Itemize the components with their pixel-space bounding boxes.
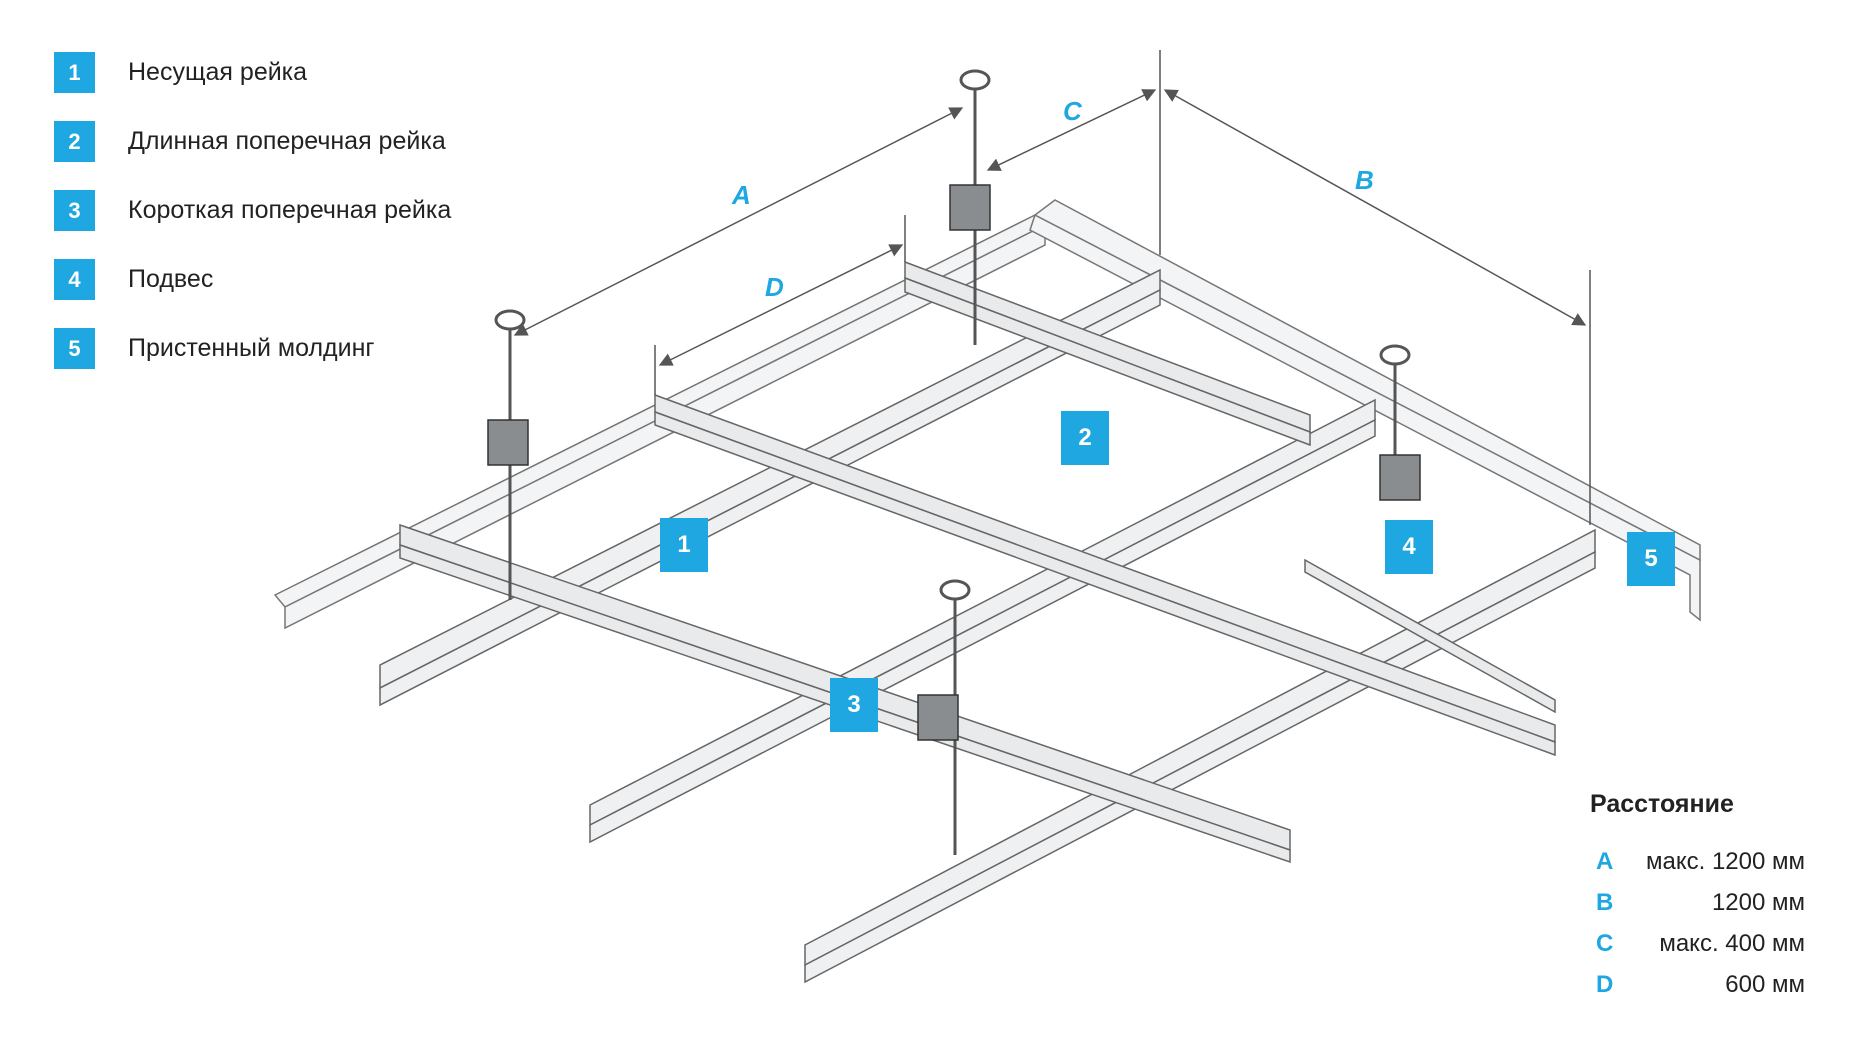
dimension-label-a: A bbox=[732, 180, 751, 210]
distances-table: Расстояние A макс. 1200 мм B 1200 мм C м… bbox=[1590, 790, 1805, 1005]
distance-row: B 1200 мм bbox=[1590, 882, 1805, 923]
distance-letter: D bbox=[1596, 970, 1614, 998]
callout-3: 3 bbox=[830, 678, 878, 732]
distance-letter: B bbox=[1596, 888, 1614, 916]
callout-2: 2 bbox=[1061, 411, 1109, 465]
callout-5: 5 bbox=[1627, 532, 1675, 586]
legend-label: Несущая рейка bbox=[128, 58, 308, 86]
dimension-lines bbox=[513, 50, 1591, 525]
distances-title: Расстояние bbox=[1590, 790, 1734, 818]
distance-row: C макс. 400 мм bbox=[1590, 923, 1805, 964]
legend-item: 1 Несущая рейка bbox=[54, 52, 451, 93]
legend-badge: 2 bbox=[54, 121, 95, 162]
legend-label: Короткая поперечная рейка bbox=[128, 196, 452, 224]
legend-item: 5 Пристенный молдинг bbox=[54, 328, 451, 369]
legend-item: 2 Длинная поперечная рейка bbox=[54, 121, 451, 162]
dimension-label-d: D bbox=[765, 272, 784, 302]
distance-value: макс. 400 мм bbox=[1659, 929, 1805, 957]
hanger-clips bbox=[487, 184, 1421, 741]
legend-label: Длинная поперечная рейка bbox=[128, 127, 446, 155]
distance-row: D 600 мм bbox=[1590, 964, 1805, 1005]
legend-item: 4 Подвес bbox=[54, 259, 451, 300]
distance-letter: C bbox=[1596, 929, 1614, 957]
legend-badge: 1 bbox=[54, 52, 95, 93]
distance-letter: A bbox=[1596, 847, 1614, 875]
dimension-label-b: B bbox=[1355, 165, 1374, 195]
distance-value: 600 мм bbox=[1725, 970, 1805, 998]
parts-legend: 1 Несущая рейка 2 Длинная поперечная рей… bbox=[54, 52, 451, 397]
dimension-label-c: C bbox=[1063, 96, 1082, 126]
legend-item: 3 Короткая поперечная рейка bbox=[54, 190, 451, 231]
legend-label: Подвес bbox=[128, 265, 214, 293]
distance-value: макс. 1200 мм bbox=[1645, 847, 1805, 875]
legend-badge: 4 bbox=[54, 259, 95, 300]
distance-value: 1200 мм bbox=[1711, 888, 1805, 916]
callout-1: 1 bbox=[660, 518, 708, 572]
legend-badge: 3 bbox=[54, 190, 95, 231]
distance-row: A макс. 1200 мм bbox=[1590, 841, 1805, 882]
legend-badge: 5 bbox=[54, 328, 95, 369]
legend-label: Пристенный молдинг bbox=[128, 334, 375, 362]
callout-4: 4 bbox=[1385, 520, 1433, 574]
